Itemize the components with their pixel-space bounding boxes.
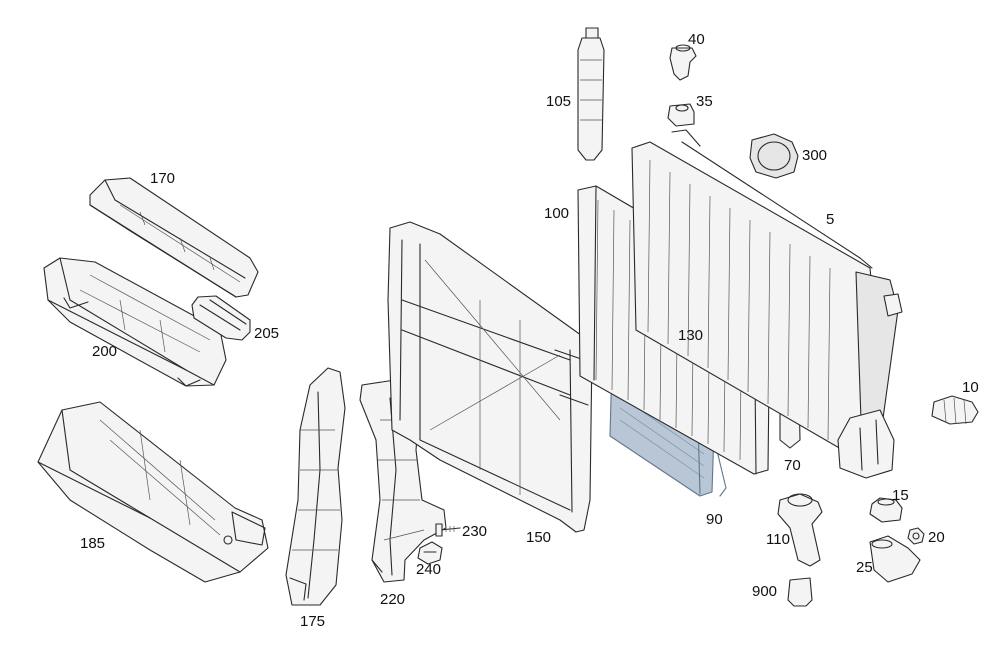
label-25: 25 <box>856 559 873 576</box>
label-220: 220 <box>380 591 405 608</box>
part-5-main-radiator[interactable] <box>631 129 903 461</box>
part-240-clip[interactable] <box>417 541 443 565</box>
label-150: 150 <box>526 529 551 546</box>
label-20: 20 <box>928 529 945 546</box>
label-15: 15 <box>892 487 909 504</box>
part-200-air-guide[interactable] <box>43 257 227 387</box>
label-100: 100 <box>544 205 569 222</box>
label-170: 170 <box>150 170 175 187</box>
part-105-dryer-cartridge[interactable] <box>577 27 605 161</box>
label-130: 130 <box>678 327 703 344</box>
label-205: 205 <box>254 325 279 342</box>
label-230: 230 <box>462 523 487 540</box>
label-175: 175 <box>300 613 325 630</box>
part-900-cap[interactable] <box>787 577 813 607</box>
label-40: 40 <box>688 31 705 48</box>
part-20-nut[interactable] <box>907 527 925 545</box>
label-240: 240 <box>416 561 441 578</box>
part-205-small-air-guide[interactable] <box>191 295 251 341</box>
part-175-left-bracket[interactable] <box>285 367 346 606</box>
part-300-ring[interactable] <box>749 133 799 179</box>
label-300: 300 <box>802 147 827 164</box>
part-185-lower-air-duct[interactable] <box>37 401 269 583</box>
label-200: 200 <box>92 343 117 360</box>
part-10-hose-connector[interactable] <box>931 395 979 425</box>
part-40-fastener[interactable] <box>669 44 697 81</box>
label-110: 110 <box>766 531 790 548</box>
label-185: 185 <box>80 535 105 552</box>
part-150-support-frame[interactable] <box>387 221 593 533</box>
label-105: 105 <box>546 93 571 110</box>
label-10: 10 <box>962 379 979 396</box>
label-90: 90 <box>706 511 723 528</box>
part-35-bushing[interactable] <box>667 103 695 127</box>
part-170-upper-cover[interactable] <box>89 177 259 298</box>
callout-labels: 5 10 15 20 25 35 40 70 90 100 105 110 13… <box>80 31 979 630</box>
part-25-bracket[interactable] <box>869 535 921 583</box>
part-110-filler-neck[interactable] <box>777 493 823 567</box>
label-70: 70 <box>784 457 801 474</box>
label-5: 5 <box>826 211 834 228</box>
label-900: 900 <box>752 583 777 600</box>
label-35: 35 <box>696 93 713 110</box>
part-230-bolt[interactable] <box>435 523 461 537</box>
part-15-mount[interactable] <box>869 497 903 523</box>
part-5-lower-mount[interactable] <box>837 409 895 479</box>
